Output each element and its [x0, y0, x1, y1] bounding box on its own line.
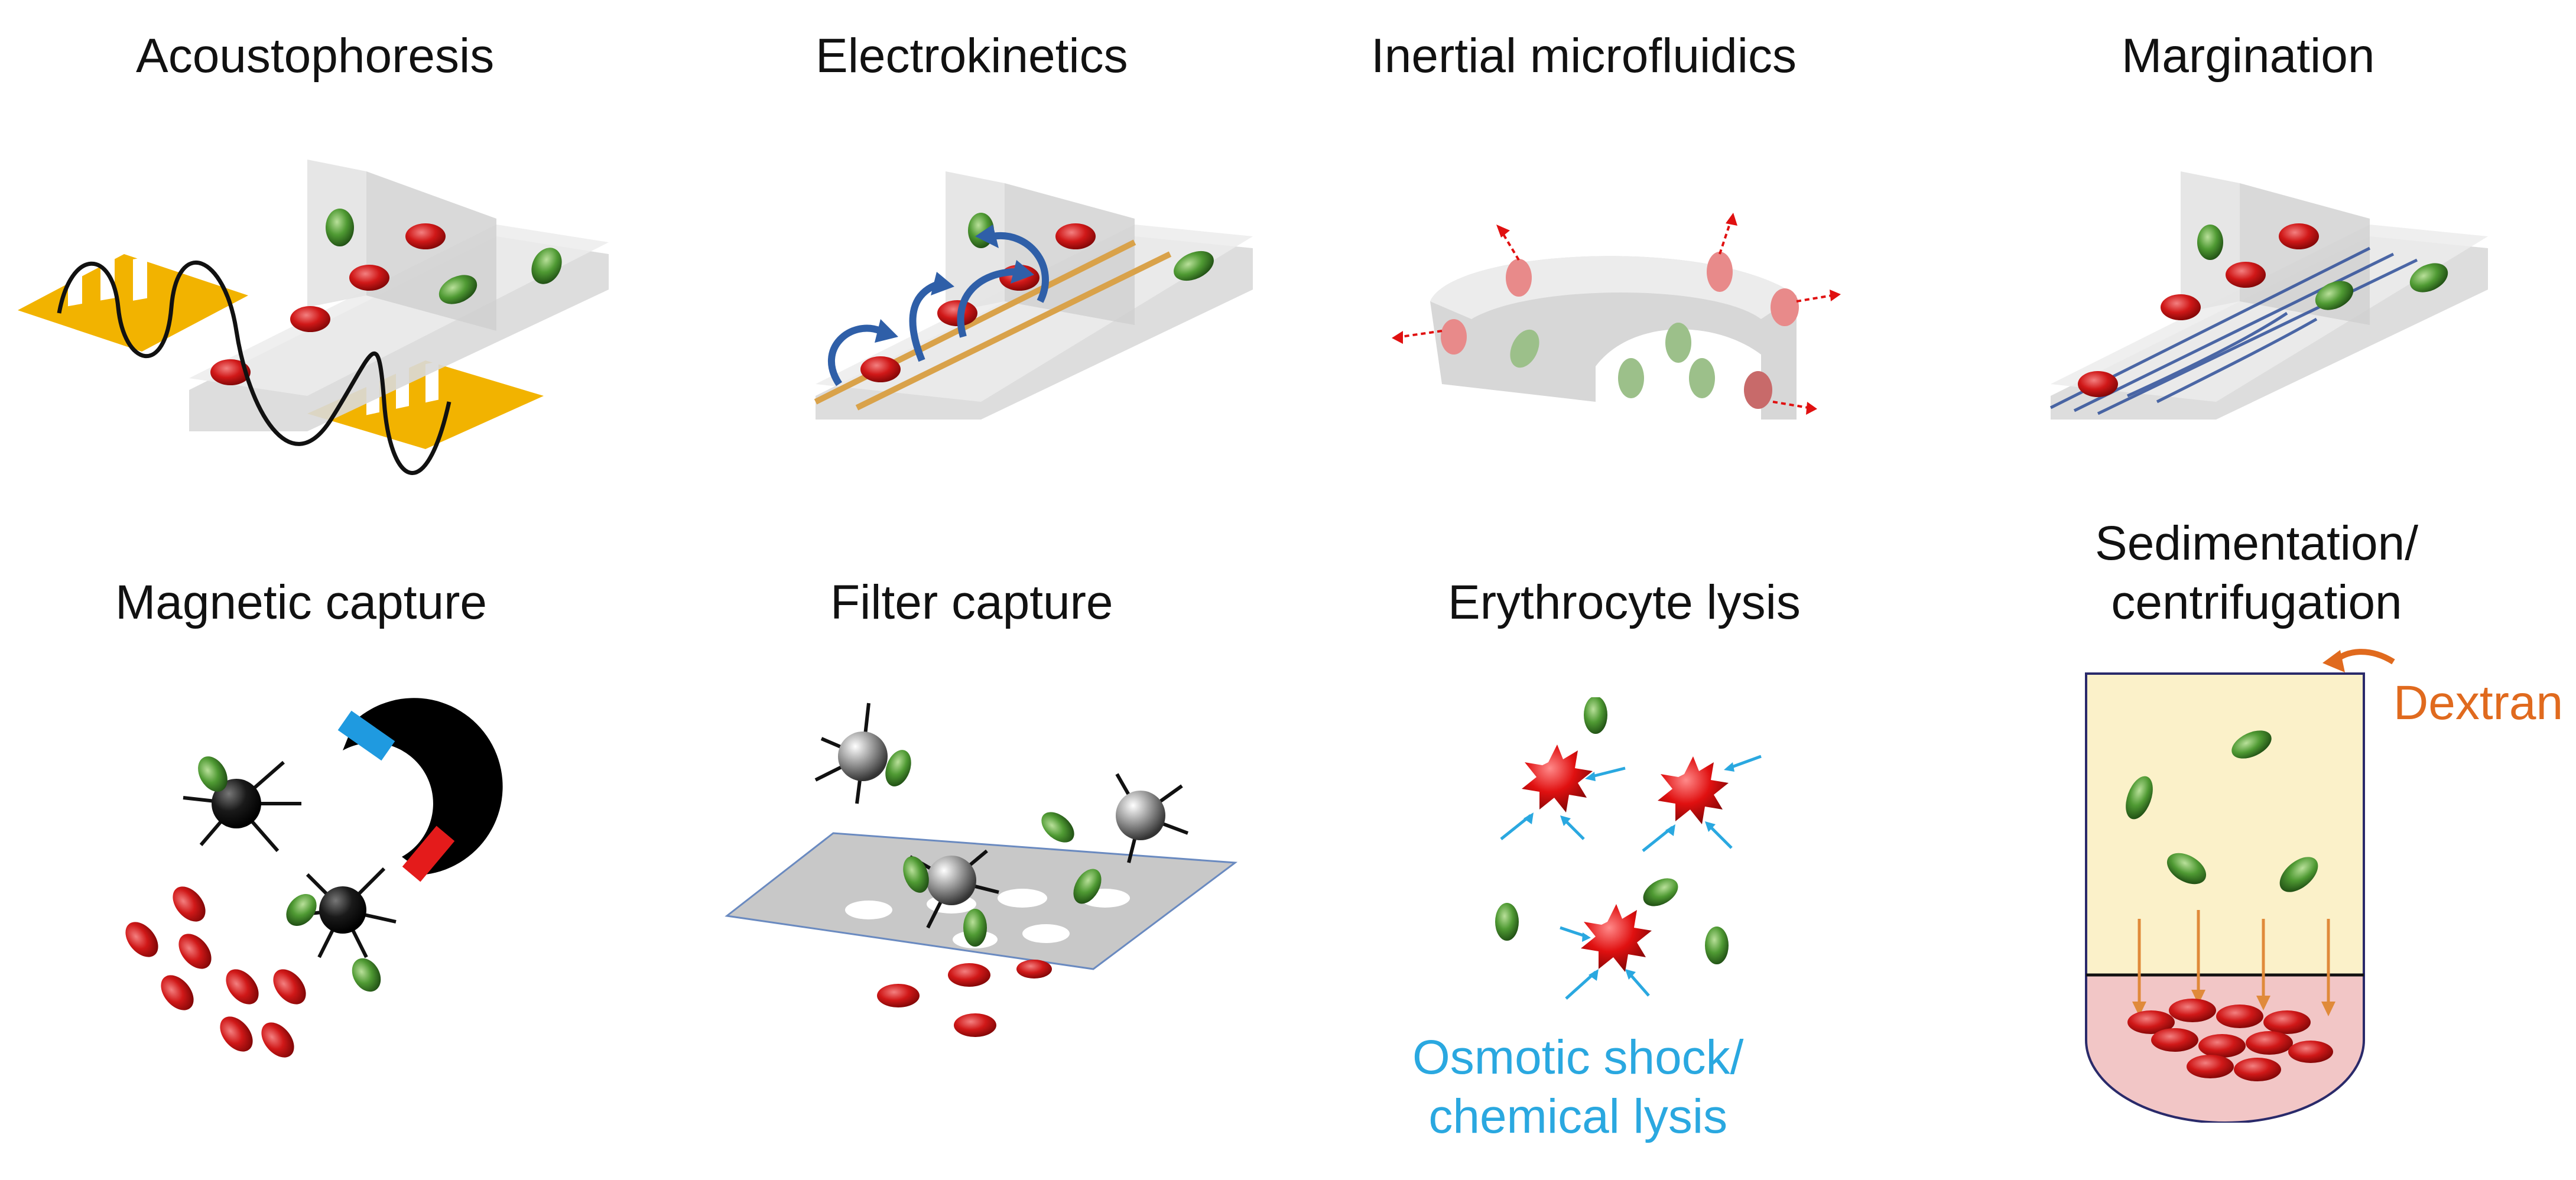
white-blood-cell [1174, 251, 1214, 281]
red-blood-cell [2226, 262, 2266, 288]
red-blood-cell [1771, 288, 1799, 326]
electrode [855, 251, 1172, 411]
capture-bead [1116, 791, 1165, 840]
acoustic-wave [57, 260, 451, 475]
red-blood-cell [1055, 223, 1096, 249]
erythrocyte-lysis-diagram [1495, 697, 1762, 1000]
white-blood-cell [2126, 776, 2153, 820]
rotation-arrows [828, 232, 1049, 386]
red-blood-cell [937, 300, 977, 326]
tube-outline [2085, 672, 2365, 1123]
capture-bead [838, 732, 888, 781]
red-blood-cell [860, 356, 901, 382]
title-sedimentation: Sedimentation/ centrifugation [2095, 514, 2418, 632]
red-blood-cell [2279, 223, 2319, 249]
annotation-osmotic-line2: chemical lysis [1428, 1090, 1728, 1144]
title-magnetic-capture: Magnetic capture [115, 576, 488, 629]
title-filter-capture: Filter capture [830, 576, 1113, 629]
white-blood-cell [1643, 878, 1678, 906]
dextran-arrow [2332, 649, 2395, 665]
red-blood-cells [125, 886, 306, 1058]
white-blood-cell [963, 909, 987, 947]
settling-arrows [2138, 910, 2330, 1005]
white-blood-cell [198, 756, 228, 792]
sedimentation-diagram [2085, 649, 2395, 1123]
white-blood-cell [1665, 323, 1691, 363]
white-blood-cell [885, 750, 911, 786]
title-sedimentation-line2: centrifugation [2111, 576, 2402, 630]
red-blood-cell [2078, 371, 2118, 397]
white-blood-cell [1705, 927, 1729, 964]
white-blood-cell [1618, 358, 1644, 398]
plasma-layer [2086, 674, 2364, 975]
filter-membrane [725, 832, 1238, 970]
red-blood-cell [1441, 319, 1467, 355]
capture-bead [927, 856, 976, 905]
white-blood-cell [2166, 853, 2207, 885]
white-blood-cell [531, 248, 562, 284]
transducer-left [18, 254, 248, 352]
magnet-pole-red [402, 825, 455, 882]
red-blood-cell [290, 306, 330, 332]
white-blood-cell [2231, 730, 2272, 759]
title-sedimentation-line1: Sedimentation/ [2095, 516, 2419, 570]
margination-diagram [2049, 171, 2488, 420]
acoustophoresis-diagram [18, 160, 609, 475]
annotation-osmotic-shock: Osmotic shock/ chemical lysis [1412, 1028, 1743, 1146]
white-blood-cell [1584, 697, 1607, 734]
magnetic-capture-diagram [125, 698, 503, 1058]
white-blood-cell [2409, 263, 2448, 292]
magnet-pole-blue [337, 710, 395, 761]
inertial-microfluidics-diagram [1392, 213, 1841, 420]
white-blood-cell [1073, 869, 1102, 904]
white-blood-cell [2279, 857, 2318, 892]
red-blood-cell-pellet [2127, 999, 2333, 1081]
title-electrokinetics: Electrokinetics [816, 29, 1128, 83]
white-blood-cell [438, 275, 477, 304]
title-erythrocyte-lysis: Erythrocyte lysis [1448, 576, 1801, 629]
red-blood-cell [405, 223, 446, 249]
red-blood-cell [2161, 294, 2201, 320]
red-blood-cell [1707, 252, 1733, 292]
white-blood-cell [2197, 225, 2223, 260]
lysing-red-blood-cell [1658, 756, 1729, 824]
electrokinetics-diagram [814, 171, 1253, 420]
white-blood-cell [1510, 329, 1539, 368]
white-blood-cell [2315, 281, 2354, 310]
red-blood-cell [1744, 371, 1772, 409]
title-acoustophoresis: Acoustophoresis [136, 29, 495, 83]
white-blood-cell [1041, 812, 1074, 843]
red-blood-cells [877, 960, 1052, 1037]
white-blood-cell [326, 209, 354, 246]
title-margination: Margination [2122, 29, 2375, 83]
red-blood-cell [1506, 259, 1532, 297]
annotation-osmotic-line1: Osmotic shock/ [1412, 1031, 1744, 1084]
red-blood-cell [349, 265, 389, 291]
lift-force-arrows [1400, 218, 1833, 409]
white-blood-cell [286, 894, 317, 926]
white-blood-cell [352, 958, 381, 992]
lysing-red-blood-cell [1522, 745, 1593, 812]
red-blood-cell [210, 359, 251, 385]
white-blood-cell [903, 856, 929, 893]
title-inertial-microfluidics: Inertial microfluidics [1371, 29, 1797, 83]
annotation-dextran: Dextran [2393, 676, 2564, 730]
transducer-right [307, 360, 544, 449]
lysing-red-blood-cell [1581, 904, 1652, 972]
white-blood-cell [1495, 903, 1519, 941]
white-blood-cell [1689, 358, 1715, 398]
filter-capture-diagram [725, 703, 1238, 1037]
